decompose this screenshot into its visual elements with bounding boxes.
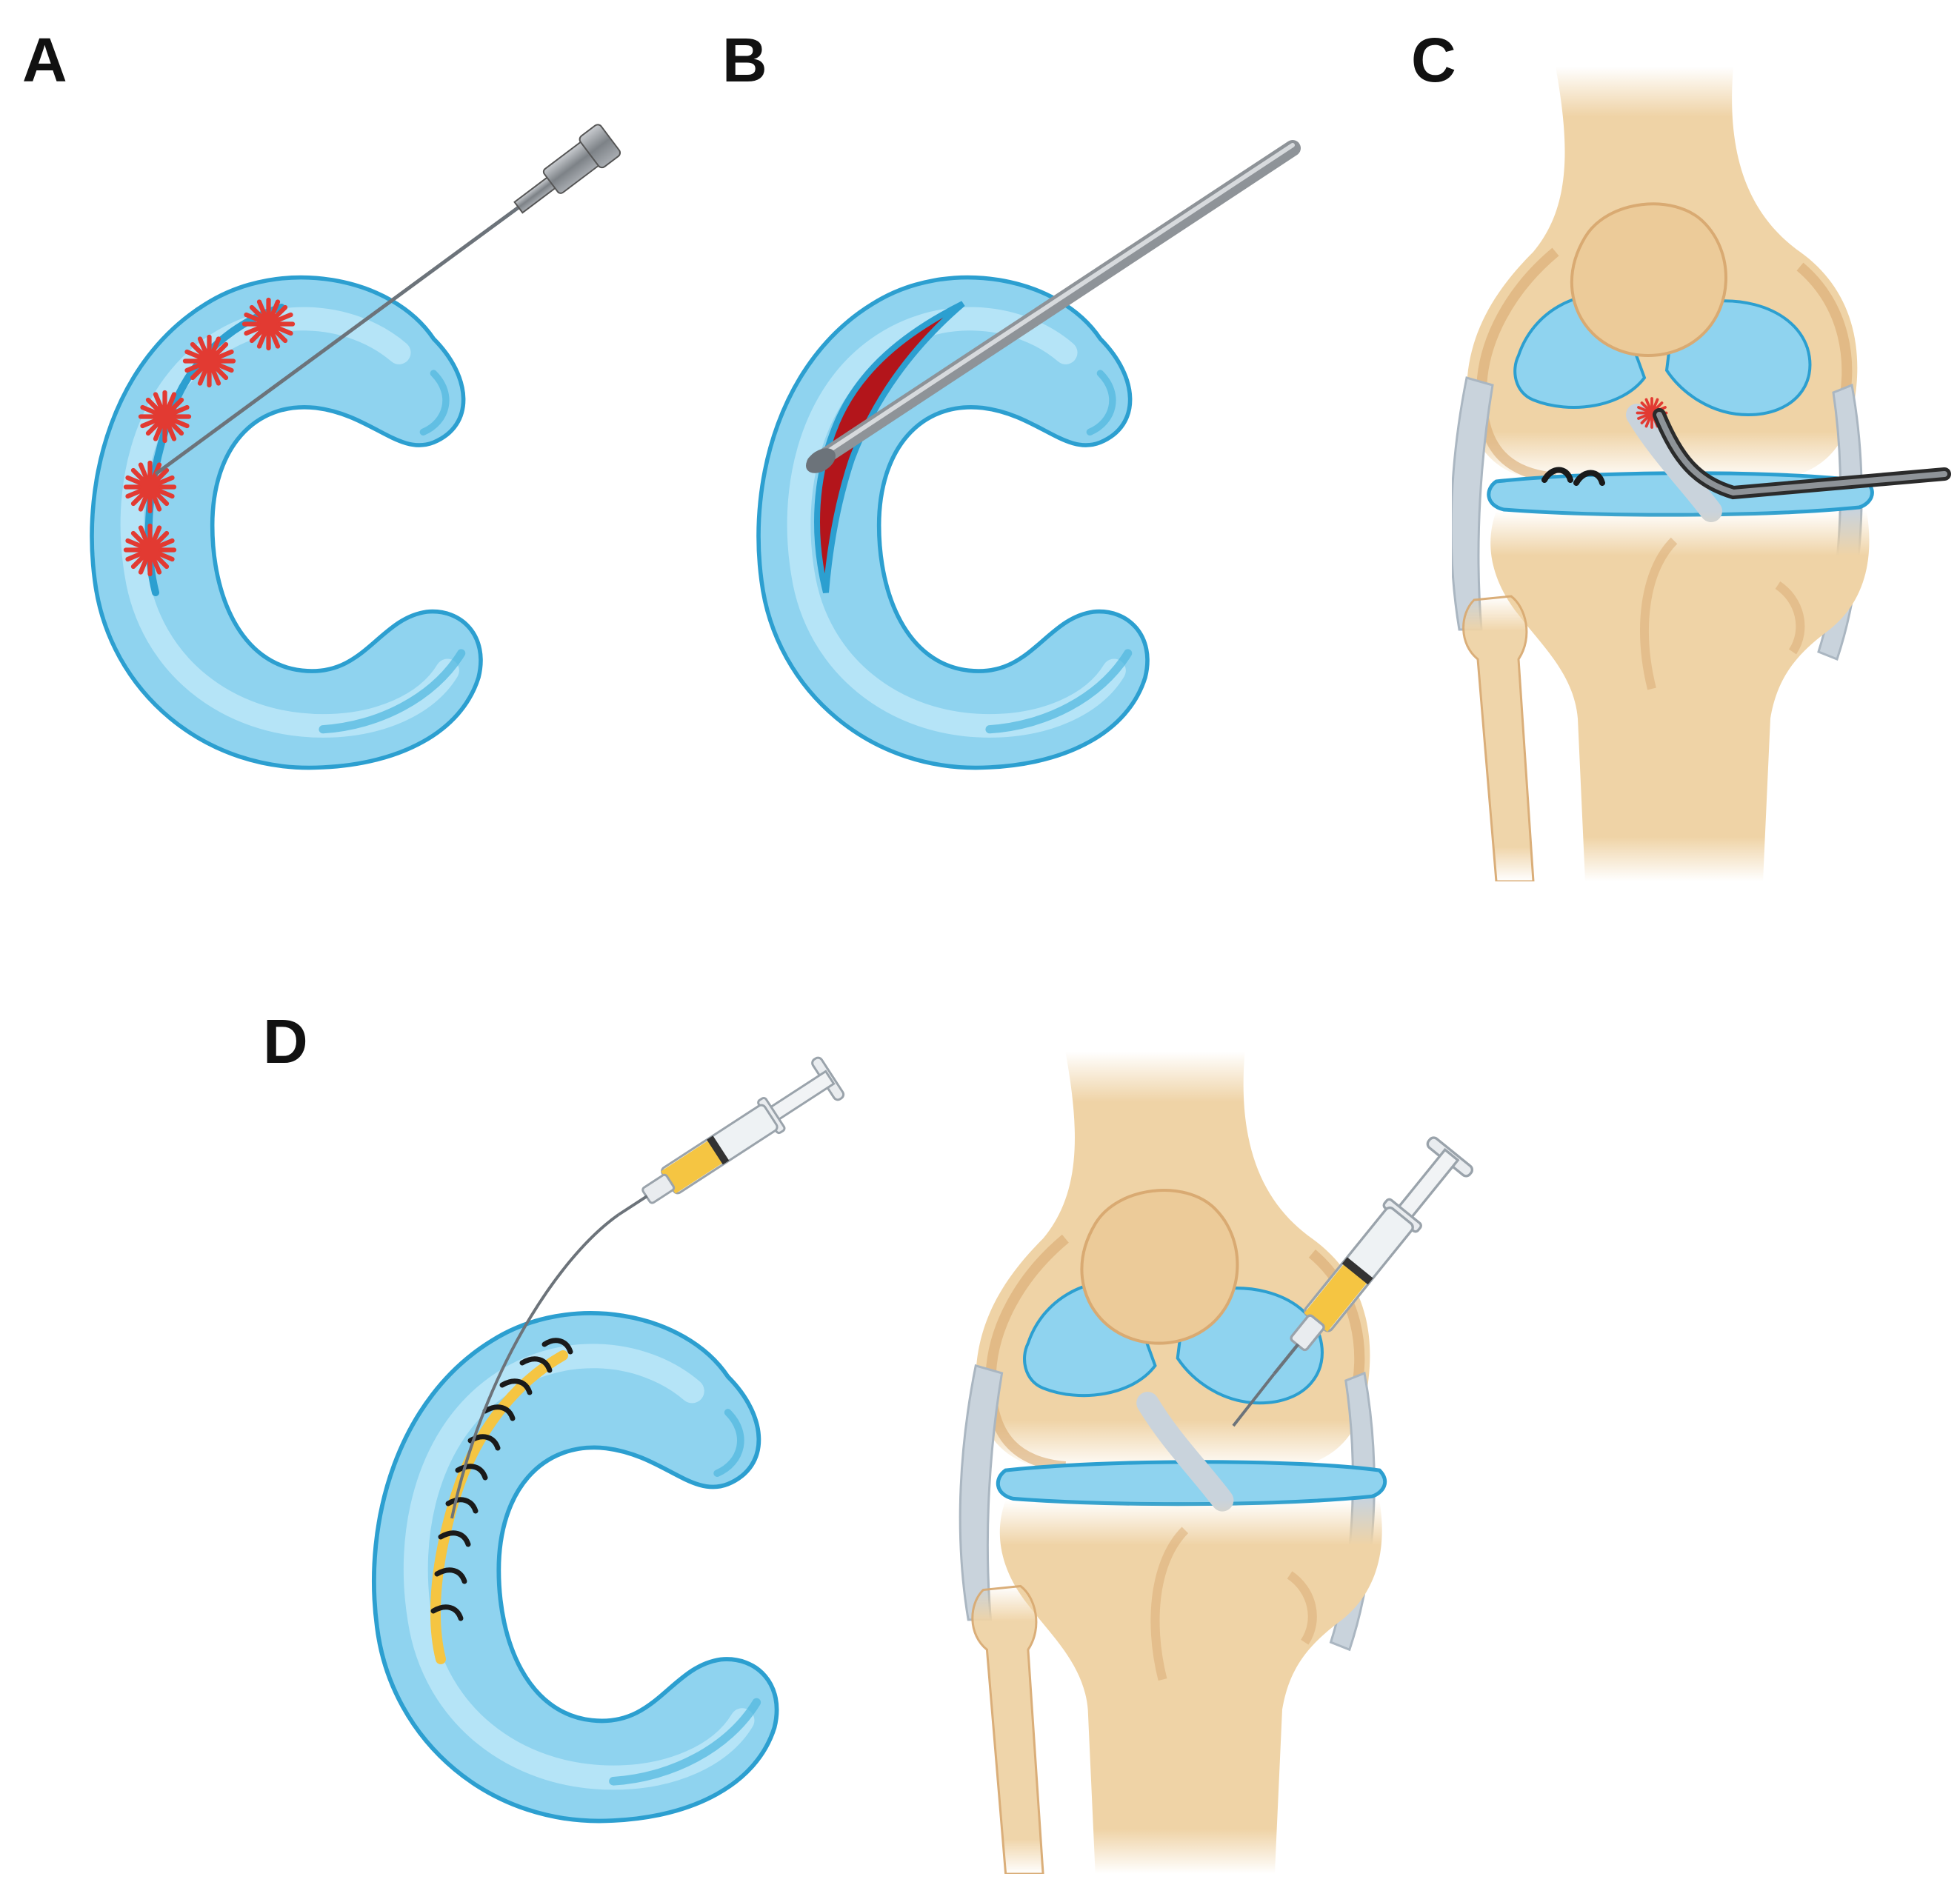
repaired-meniscus-sutures <box>1541 467 1605 486</box>
syringe-meniscus <box>450 1054 847 1519</box>
panel-b-label: B <box>722 25 767 95</box>
knee-joint-d <box>960 1052 1384 1874</box>
panel-d-label: D <box>263 1007 308 1076</box>
panel-b: B <box>722 25 1301 768</box>
panel-a: A <box>22 25 621 768</box>
knee-joint-c <box>1451 67 1872 881</box>
panel-d: D <box>263 1007 1474 1874</box>
rasp-instrument <box>806 140 1301 473</box>
panel-a-label: A <box>22 25 67 95</box>
panel-c-label: C <box>1411 25 1456 95</box>
needle-a <box>154 124 621 476</box>
curved-instrument-c <box>1653 408 1951 500</box>
syringe-knee <box>1232 1135 1474 1427</box>
panel-c: C <box>1411 25 1951 881</box>
sutures-d <box>430 1338 573 1621</box>
